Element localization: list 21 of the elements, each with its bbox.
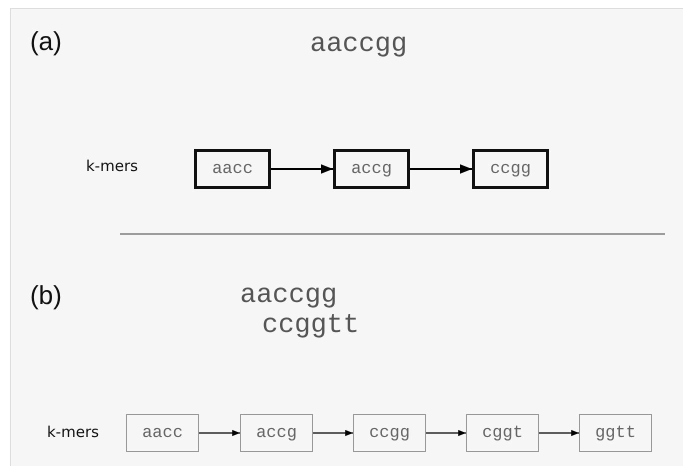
kmer-box: aacc xyxy=(126,414,199,452)
kmer-box: ggtt xyxy=(579,414,652,452)
kmer-box: cggt xyxy=(466,414,539,452)
sequence-text: aaccgg xyxy=(240,281,338,311)
sequence-text: ccggtt xyxy=(262,311,360,341)
kmer-box: ccgg xyxy=(472,149,549,189)
kmer-box: accg xyxy=(240,414,313,452)
arrow xyxy=(426,430,466,436)
panel-label: (b) xyxy=(30,280,62,311)
kmer-box: aacc xyxy=(194,149,271,189)
panel-label: (a) xyxy=(30,26,62,57)
kmer-box: ccgg xyxy=(353,414,426,452)
sequence-text: aaccgg xyxy=(310,30,408,60)
arrow xyxy=(410,164,472,174)
row-label: k-mers xyxy=(47,423,99,441)
arrow xyxy=(313,430,353,436)
arrow xyxy=(271,164,333,174)
kmer-box: accg xyxy=(333,149,410,189)
arrow xyxy=(199,430,240,436)
arrow xyxy=(539,430,579,436)
row-label: k-mers xyxy=(86,157,138,175)
